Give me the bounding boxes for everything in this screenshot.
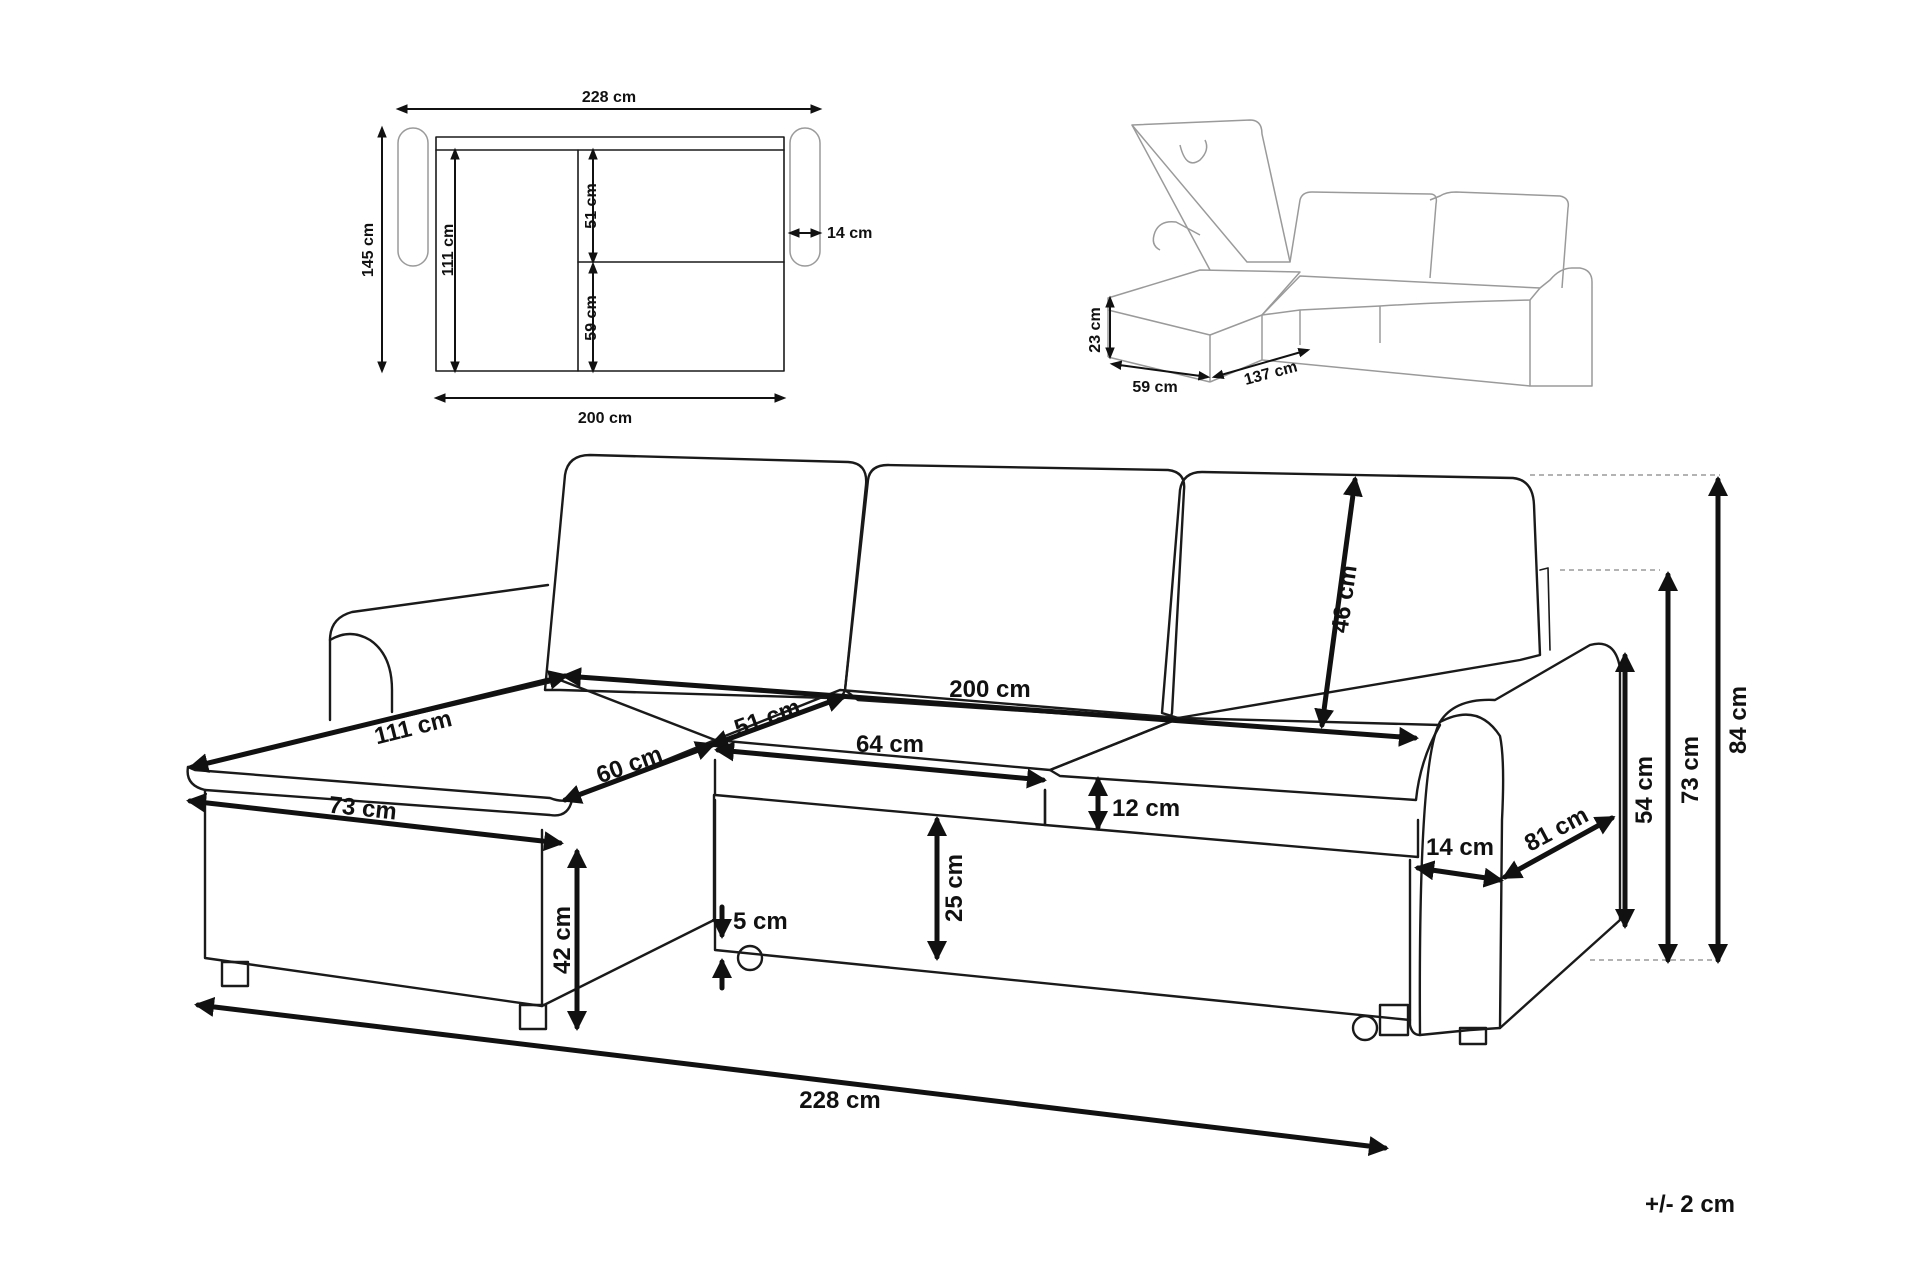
sofa-outline-plan (435, 136, 785, 372)
bed-height-label: 25 cm (941, 854, 968, 922)
top-plan-view: 228 cm 145 cm 111 cm 51 cm 59 cm 14 cm 2… (360, 89, 872, 427)
storage-depth-label: 59 cm (1132, 379, 1177, 396)
seat-depth-left-label: 51 cm (731, 694, 804, 743)
seat-depth-label: 64 cm (856, 731, 924, 758)
plan-seat-length-label: 111 cm (440, 224, 457, 277)
tolerance-note: +/- 2 cm (1645, 1191, 1735, 1218)
plan-back-label: 51 cm (583, 183, 600, 228)
seat-width-label: 200 cm (949, 676, 1030, 703)
storage-width-label: 137 cm (1242, 358, 1299, 388)
back-mid-height-label: 73 cm (1677, 736, 1704, 804)
plan-inner-width-label: 200 cm (578, 410, 632, 427)
plan-armrest-label: 14 cm (827, 225, 872, 242)
seat-height-label: 42 cm (549, 906, 576, 974)
storage-height-label: 23 cm (1087, 307, 1104, 352)
chaise-depth-label: 73 cm (328, 792, 399, 826)
chaise-inner-label: 60 cm (593, 741, 666, 790)
main-perspective-view: 46 cm 200 cm 111 cm 60 cm 73 cm 51 cm 64… (186, 453, 1752, 1157)
arm-height-label: 54 cm (1631, 756, 1658, 824)
storage-open-view: 23 cm 59 cm 137 cm (1087, 119, 1593, 396)
backrest-height-label: 46 cm (1326, 563, 1362, 634)
arm-width-label: 14 cm (1426, 834, 1494, 861)
plan-depth-label: 145 cm (360, 223, 377, 277)
right-armrest-plan (789, 127, 821, 267)
chaise-front (203, 788, 544, 1008)
total-width-label: 228 cm (799, 1087, 880, 1114)
clearance-label: 5 cm (733, 908, 788, 935)
left-armrest-plan (397, 127, 429, 267)
plan-seat-label: 59 cm (583, 295, 600, 340)
back-cushion-left (543, 453, 868, 700)
chaise-top (186, 678, 717, 802)
plan-width-label: 228 cm (582, 89, 636, 106)
seat-cushion-right (1048, 716, 1442, 802)
back-cushion-right (1160, 470, 1542, 720)
cushion-height-label: 12 cm (1112, 795, 1180, 822)
total-height-label: 84 cm (1725, 686, 1752, 754)
